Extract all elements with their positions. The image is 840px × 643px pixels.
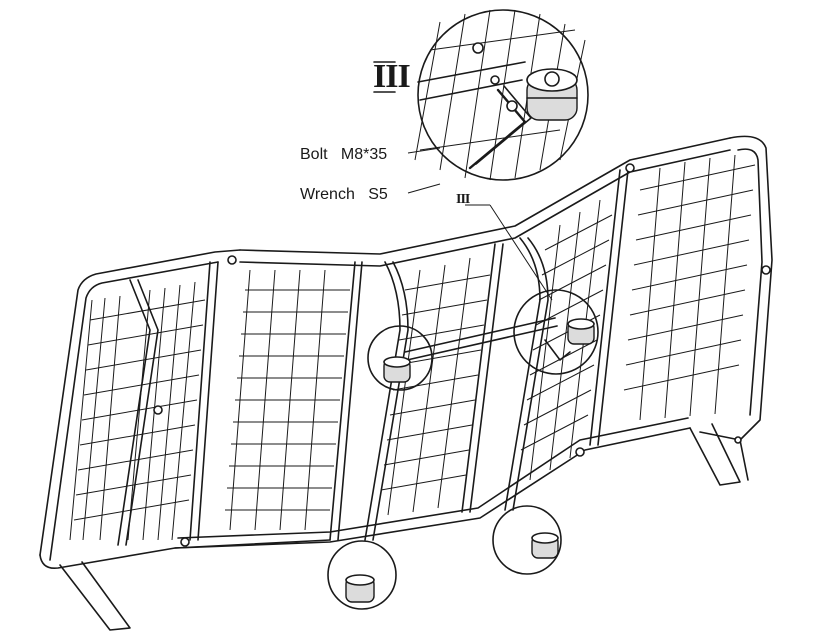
wrench-name: Wrench xyxy=(300,186,355,203)
caster-wheel-icon xyxy=(526,68,578,121)
section-dividers xyxy=(117,169,629,546)
wrench-label: Wrench S5 xyxy=(300,186,388,204)
bolt-spec: M8*35 xyxy=(340,146,388,163)
caster-callout-1 xyxy=(367,325,433,391)
detail-magnifier xyxy=(414,9,589,181)
grid-center xyxy=(380,257,491,516)
step-number: III xyxy=(373,58,411,95)
callout-marker: III xyxy=(456,192,470,207)
caster-callout-4 xyxy=(492,505,562,575)
bolt-label: Bolt M8*35 xyxy=(300,146,387,164)
bolt-quantity-icon xyxy=(373,61,396,93)
bolt-icon xyxy=(472,42,518,112)
grid-center-left xyxy=(225,269,350,531)
bolt-name: Bolt xyxy=(300,146,328,163)
bed-frame-outline xyxy=(39,135,773,631)
grid-left xyxy=(69,281,206,541)
leader-lines xyxy=(407,147,553,301)
fastener-dots xyxy=(153,163,771,547)
wrench-icon xyxy=(468,85,532,170)
caster-callout-3 xyxy=(327,540,397,610)
caster-callout-2 xyxy=(513,289,599,375)
grid-right xyxy=(623,154,756,421)
wrench-spec: S5 xyxy=(368,186,388,203)
